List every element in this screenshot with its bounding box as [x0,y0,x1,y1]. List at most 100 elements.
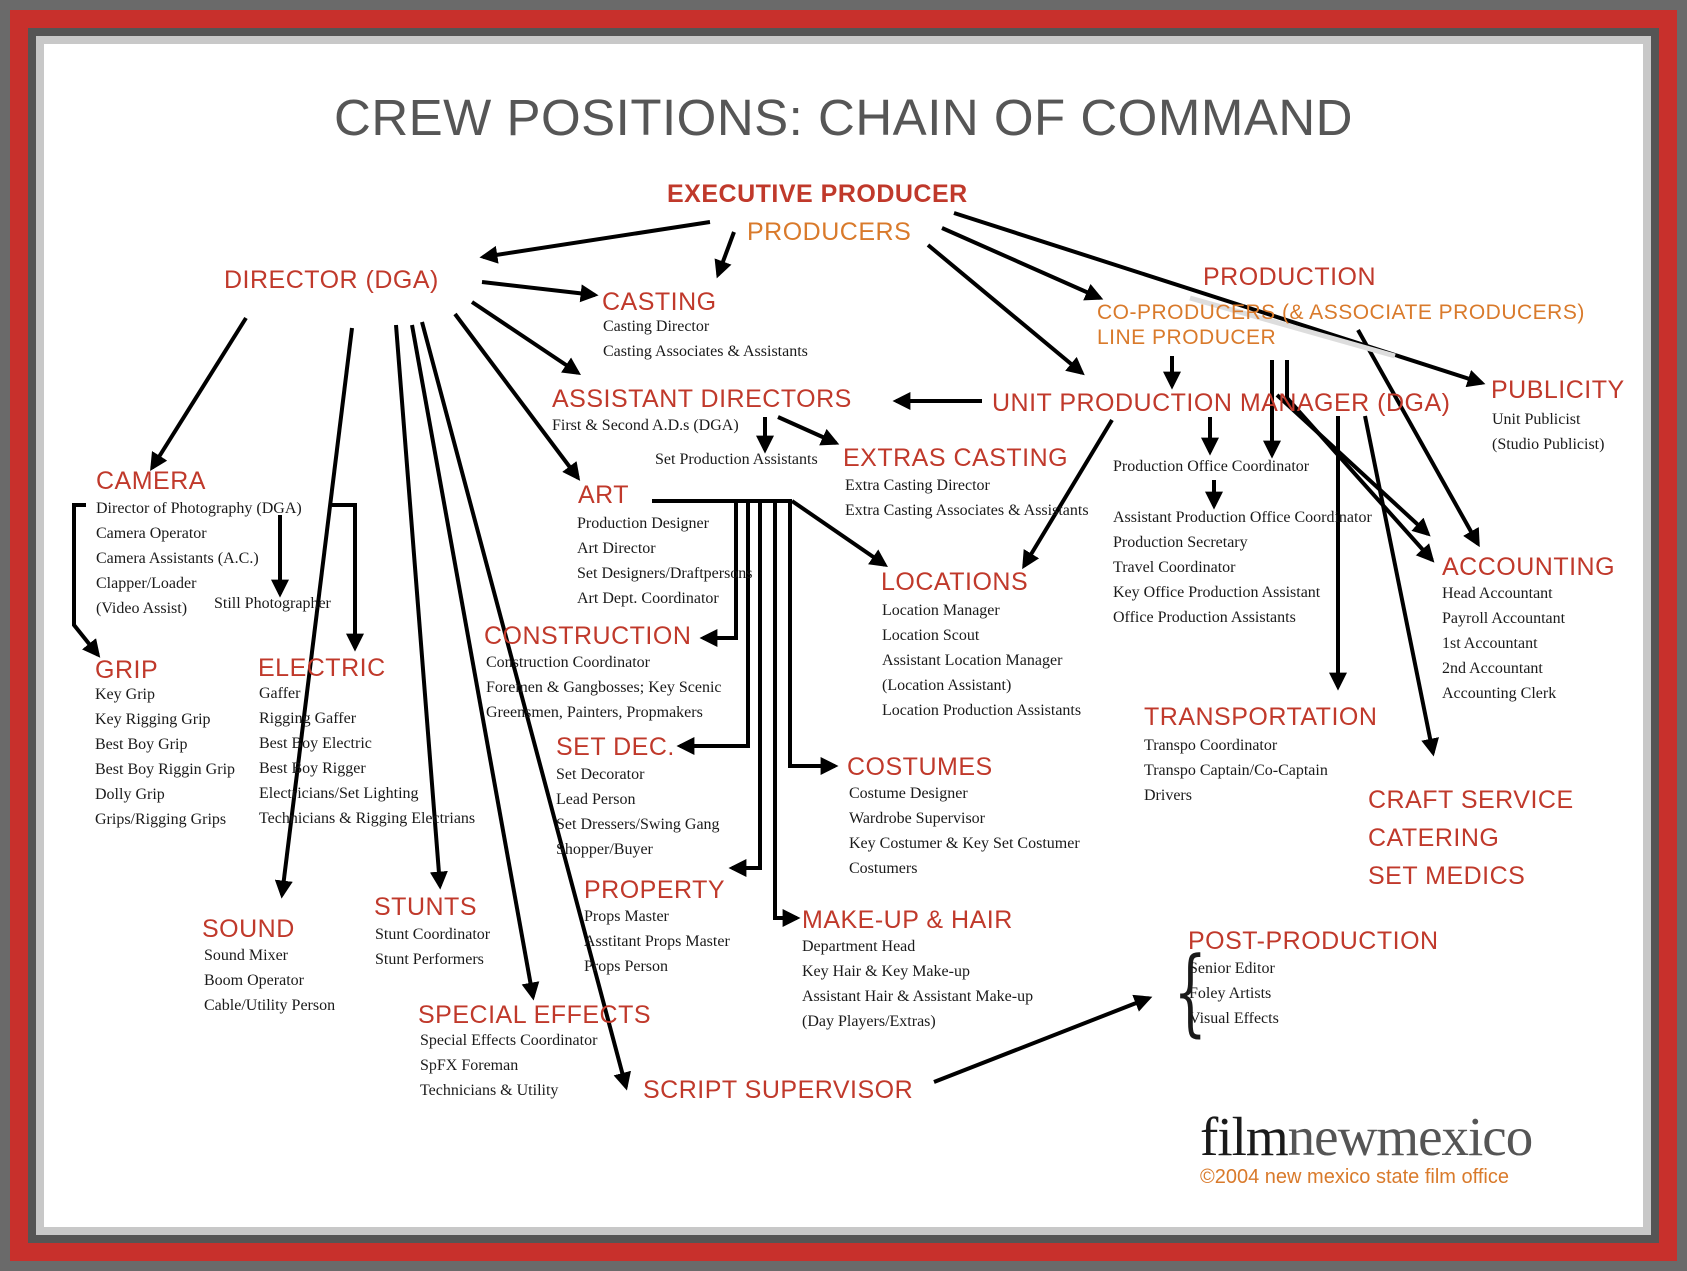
extras-casting-heading: EXTRAS CASTING [843,444,1069,472]
list-item: Special Effects Coordinator [420,1032,598,1049]
grip-list: Key Grip Key Rigging Grip Best Boy Grip … [95,682,235,832]
stunts-heading: STUNTS [374,893,477,921]
list-item: Key Rigging Grip [95,711,211,728]
transportation-list: Transpo Coordinator Transpo Captain/Co-C… [1144,733,1328,808]
list-item: Best Boy Electric [259,735,372,752]
arrow-ep-upm [926,243,1085,376]
list-item: Sound Mixer [204,947,288,964]
list-item: Grips/Rigging Grips [95,811,227,828]
list-item: 1st Accountant [1442,635,1538,652]
list-item: Casting Associates & Assistants [603,343,808,360]
list-item: (Studio Publicist) [1492,436,1605,453]
publicity-list: Unit Publicist (Studio Publicist) [1492,407,1604,457]
list-item: Lead Person [556,791,636,808]
list-item: Accounting Clerk [1442,685,1557,702]
list-item: Location Manager [882,602,1000,619]
arrow-director-sound [274,327,354,899]
logo-film: film [1200,1106,1289,1167]
set-dec-list: Set Decorator Lead Person Set Dressers/S… [556,762,720,862]
arrow-line-producer-accounting-1 [1275,393,1431,537]
electric-heading: ELECTRIC [258,654,386,682]
craft-service-group: CRAFT SERVICE CATERING SET MEDICS [1368,781,1574,895]
camera-list: Director of Photography (DGA) Camera Ope… [96,496,302,621]
list-item: Casting Director [603,318,710,335]
list-item: Art Dept. Coordinator [577,590,719,607]
list-item: Technicians & Rigging Electrians [259,810,476,827]
page-title: CREW POSITIONS: CHAIN OF COMMAND [333,89,1354,146]
arrow-ep-director [479,220,711,264]
line-producer-heading: LINE PRODUCER [1097,326,1277,349]
arrow-upm-craft [1363,415,1439,757]
list-item: Gaffer [259,685,301,702]
producers-heading: PRODUCERS [747,218,912,246]
sound-list: Sound Mixer Boom Operator Cable/Utility … [204,943,335,1018]
list-item: Technicians & Utility [420,1082,559,1099]
list-item: Office Production Assistants [1113,609,1296,626]
arrow-line-producer-accounting-2 [1285,396,1435,563]
makeup-hair-heading: MAKE-UP & HAIR [802,906,1013,934]
list-item: Visual Effects [1189,1010,1279,1027]
casting-heading: CASTING [602,288,717,316]
still-photographer: Still Photographer [214,595,331,612]
list-item: 2nd Accountant [1442,660,1543,677]
property-list: Props Master Asstitant Props Master Prop… [584,904,730,979]
decorative-grey-line [1189,295,1396,359]
arrow-ep-publicity [953,211,1486,388]
set-dec-heading: SET DEC. [556,733,675,761]
craft-service-heading: CRAFT SERVICE [1368,786,1574,814]
list-item: Production Secretary [1113,534,1248,551]
bracket-camera-grip [72,503,101,658]
list-item: Best Boy Grip [95,736,188,753]
chart-paper [44,44,1643,1227]
grip-heading: GRIP [95,656,159,684]
list-item: Transpo Coordinator [1144,737,1278,754]
list-item: Dolly Grip [95,786,165,803]
assistant-directors-list: First & Second A.D.s (DGA) [552,413,739,438]
special-effects-list: Special Effects Coordinator SpFX Foreman… [420,1028,597,1103]
list-item: (Video Assist) [96,600,188,617]
assistant-directors-heading: ASSISTANT DIRECTORS [552,385,852,413]
list-item: Travel Coordinator [1113,559,1236,576]
list-item: Department Head [802,938,916,955]
upm-heading: UNIT PRODUCTION MANAGER (DGA) [992,389,1451,417]
director-heading: DIRECTOR (DGA) [224,266,439,294]
bracket-camera-electric [332,503,364,652]
transportation-heading: TRANSPORTATION [1144,703,1378,731]
casting-list: Casting Director Casting Associates & As… [603,314,808,364]
production-heading: PRODUCTION [1203,263,1377,291]
arrow-art-locations [790,499,888,568]
list-item: Location Scout [882,627,980,644]
art-list: Production Designer Art Director Set Des… [577,511,753,611]
list-item: Clapper/Loader [96,575,197,592]
arrow-line-producer-accounting-3 [1356,329,1480,548]
list-item: Set Dressers/Swing Gang [556,816,720,833]
list-item: SpFX Foreman [420,1057,519,1074]
list-item: Key Office Production Assistant [1113,584,1321,601]
arrow-art-set-dec [676,501,750,755]
list-item: Wardrobe Supervisor [849,810,986,827]
list-item: (Day Players/Extras) [802,1013,936,1030]
co-producers-heading: CO-PRODUCERS (& ASSOCIATE PRODUCERS) [1097,301,1585,324]
list-item: Stunt Coordinator [375,926,491,943]
arrow-director-special-effects [410,324,540,1001]
list-item: Payroll Accountant [1442,610,1566,627]
list-item: Costumers [849,860,918,877]
list-item: Key Hair & Key Make-up [802,963,970,980]
arrow-art-costumes [788,501,839,775]
art-heading: ART [578,481,630,509]
list-item: Assistant Location Manager [882,652,1063,669]
set-production-assistants: Set Production Assistants [655,451,818,468]
list-item: Assistant Production Office Coordinator [1113,509,1372,526]
list-item: Best Boy Riggin Grip [95,761,236,778]
accounting-heading: ACCOUNTING [1442,553,1616,581]
list-item: Key Grip [95,686,155,703]
post-production-list: Senior Editor Foley Artists Visual Effec… [1189,956,1279,1031]
list-item: Key Costumer & Key Set Costumer [849,835,1080,852]
arrow-director-camera [150,316,248,472]
list-item: Director of Photography (DGA) [96,500,302,517]
list-item: Extra Casting Director [845,477,990,494]
list-item: Shopper/Buyer [556,841,653,858]
locations-heading: LOCATIONS [881,568,1029,596]
script-supervisor-heading: SCRIPT SUPERVISOR [643,1076,914,1104]
arrow-art-construction [699,501,738,647]
